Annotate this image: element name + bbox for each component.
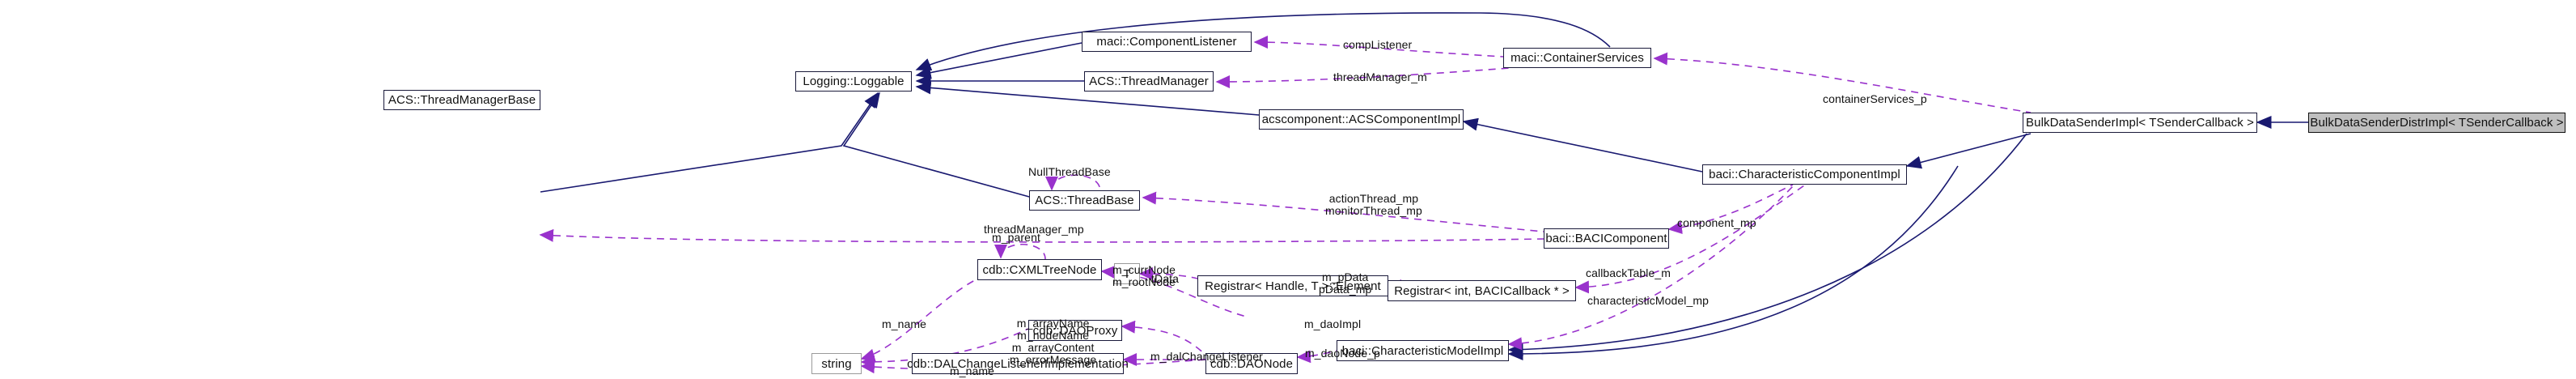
edge-label-line: m_name <box>882 317 927 330</box>
edge-label-line: containerServices_p <box>1823 92 1927 105</box>
edge-label-line: m_nodeName <box>1017 329 1090 342</box>
edge-label-line: m_rootNode <box>1112 275 1176 288</box>
class-node-label: Registrar< int, BACICallback * > <box>1394 283 1570 298</box>
edge-label-line: threadManager_m <box>1333 70 1427 83</box>
edge-label-line: component_mp <box>1677 216 1756 229</box>
class-node-baci_component[interactable]: baci::BACIComponent <box>1544 228 1669 249</box>
edge-label-component_mp: component_mp <box>1677 217 1756 228</box>
edge-label-m_parent: m_parent <box>992 232 1040 243</box>
class-node-bulk_sender_distr_impl[interactable]: BulkDataSenderDistrImpl< TSenderCallback… <box>2308 113 2565 133</box>
edge-label-threadmanager_m: threadManager_m <box>1333 71 1427 83</box>
class-node-string[interactable]: string <box>811 353 862 374</box>
class-node-label: Registrar< Handle, T >::Element <box>1205 279 1381 293</box>
class-node-label: ACS::ThreadBase <box>1035 194 1134 207</box>
edge-label-characteristicmodel_mp: characteristicModel_mp <box>1587 295 1709 306</box>
edge-label-m_daoimpl: m_daoImpl <box>1304 318 1361 330</box>
edge-label-line: actionThread_mp <box>1328 192 1419 205</box>
edge-label-complistener: compListener <box>1343 39 1412 50</box>
class-node-label: BulkDataSenderDistrImpl< TSenderCallback… <box>2310 116 2564 130</box>
usage-edges <box>539 36 2032 374</box>
edge-label-m_dalchangelistener: m_dalChangeListener <box>1150 351 1263 362</box>
inheritance-edges <box>540 12 2308 360</box>
class-node-label: ACS::ThreadManagerBase <box>388 93 536 107</box>
edge-label-line: tData <box>1151 272 1179 285</box>
class-node-acs_component_impl[interactable]: acscomponent::ACSComponentImpl <box>1259 109 1464 130</box>
edge-label-line: pData_mp <box>1319 283 1372 296</box>
class-node-t_param[interactable]: T <box>1114 263 1140 284</box>
class-node-label: Logging::Loggable <box>803 75 905 88</box>
class-node-loggable[interactable]: Logging::Loggable <box>795 71 912 92</box>
class-node-label: maci::ContainerServices <box>1510 51 1644 65</box>
edge-label-tdata: tData <box>1151 273 1179 284</box>
class-node-daoproxy[interactable]: cdb::DAOProxy <box>1028 320 1122 341</box>
class-node-bulk_sender_impl[interactable]: BulkDataSenderImpl< TSenderCallback > <box>2023 113 2257 133</box>
edge-label-line: m_name <box>950 364 995 377</box>
edge-label-m_name_bottom: m_name <box>950 365 994 377</box>
class-node-label: baci::CharacteristicComponentImpl <box>1709 168 1900 181</box>
class-node-thread_base[interactable]: ACS::ThreadBase <box>1029 190 1140 211</box>
edge-label-m_daonode_p: m_daoNode_p <box>1305 347 1380 359</box>
class-node-label: baci::BACIComponent <box>1545 232 1667 245</box>
class-node-characteristic_component[interactable]: baci::CharacteristicComponentImpl <box>1702 164 1907 185</box>
edge-label-line: threadManager_mp <box>984 223 1084 236</box>
class-node-label: T <box>1123 266 1131 281</box>
class-node-label: cdb::DAOProxy <box>1032 323 1118 338</box>
class-node-label: maci::ComponentListener <box>1096 35 1237 49</box>
edge-label-containerservices_p: containerServices_p <box>1823 93 1927 104</box>
class-node-label: string <box>821 356 852 371</box>
class-node-container_services[interactable]: maci::ContainerServices <box>1503 48 1651 68</box>
edge-label-line: m_daoNode_p <box>1305 347 1380 360</box>
class-node-dalchange_listener_impl[interactable]: cdb::DALChangeListenerImplementation <box>907 353 1129 374</box>
edge-label-line: compListener <box>1343 38 1413 51</box>
class-node-thread_manager_base[interactable]: ACS::ThreadManagerBase <box>383 90 540 110</box>
edge-label-line: m_parent <box>992 231 1040 244</box>
edge-label-line: m_currNode <box>1112 263 1176 276</box>
class-node-thread_manager[interactable]: ACS::ThreadManager <box>1084 71 1214 92</box>
edge-label-line: m_daoImpl <box>1304 317 1362 330</box>
class-node-characteristic_model_impl[interactable]: baci::CharacteristicModelImpl <box>1337 340 1509 361</box>
class-node-component_listener[interactable]: maci::ComponentListener <box>1082 32 1252 52</box>
edge-label-line: monitorThread_mp <box>1325 204 1422 217</box>
edge-label-line: m_dalChangeListener <box>1150 350 1263 363</box>
class-node-label: baci::CharacteristicModelImpl <box>1341 343 1504 358</box>
edge-label-line: characteristicModel_mp <box>1587 294 1710 307</box>
class-node-label: acscomponent::ACSComponentImpl <box>1261 113 1461 126</box>
edge-label-line: NullThreadBase <box>1028 165 1111 178</box>
edge-label-m_name_left: m_name <box>882 318 926 330</box>
edge-label-nullthreadbase: NullThreadBase <box>1028 166 1111 177</box>
class-node-registrar_int_cb[interactable]: Registrar< int, BACICallback * > <box>1388 280 1576 301</box>
class-node-label: BulkDataSenderImpl< TSenderCallback > <box>2026 116 2254 130</box>
class-node-label: ACS::ThreadManager <box>1089 75 1209 88</box>
class-node-daonode[interactable]: cdb::DAONode <box>1205 353 1298 374</box>
edge-label-line: m_errorMessage <box>1010 353 1097 366</box>
class-node-registrar_handle_t[interactable]: Registrar< Handle, T >::Element <box>1197 275 1388 296</box>
edge-label-line: m_arrayName <box>1016 317 1090 330</box>
edge-label-line: m_arrayContent <box>1011 341 1095 354</box>
edge-label-callbacktable_m: callbackTable_m <box>1586 267 1671 279</box>
class-node-label: cdb::DAONode <box>1210 356 1294 371</box>
edge-label-line: callbackTable_m <box>1586 266 1671 279</box>
class-node-cxmltreenode[interactable]: cdb::CXMLTreeNode <box>977 259 1102 280</box>
edge-label-line: m_pData <box>1321 270 1369 283</box>
edge-label-threadmanager_mp: threadManager_mp <box>984 224 1084 235</box>
class-node-label: cdb::DALChangeListenerImplementation <box>907 356 1129 371</box>
class-node-label: cdb::CXMLTreeNode <box>982 262 1097 277</box>
